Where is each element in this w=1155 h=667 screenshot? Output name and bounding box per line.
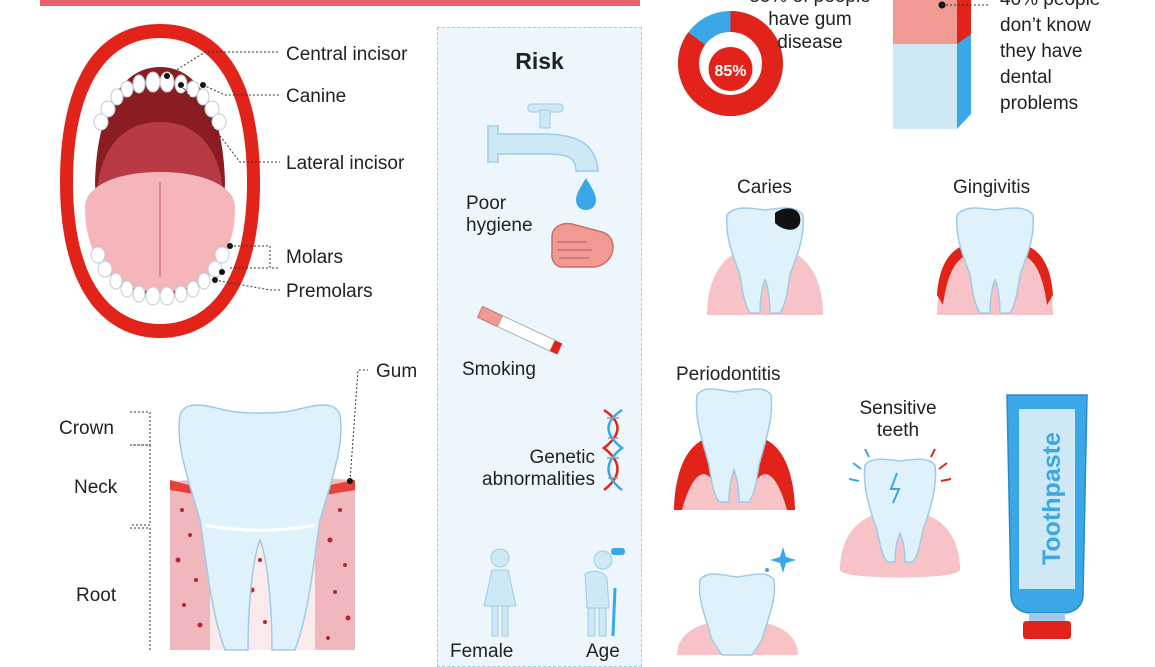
female-icon	[483, 548, 517, 637]
canine-label: Canine	[286, 86, 347, 107]
toothpaste-tube: Toothpaste	[1006, 394, 1088, 639]
top-banner	[40, 0, 640, 6]
smoking-label: Smoking	[462, 359, 536, 380]
faucet-icon	[487, 103, 599, 210]
bar-aware-segment	[893, 0, 957, 44]
sensitive-teeth-illustration	[840, 448, 960, 578]
premolars-label: Premolars	[286, 281, 373, 302]
dna-icon	[601, 408, 625, 491]
gingivitis-tooth-illustration	[937, 207, 1053, 315]
clean-tooth-illustration	[677, 547, 798, 656]
crown-label: Crown	[59, 418, 114, 439]
root-label: Root	[76, 585, 117, 606]
dental-problems-bar	[893, 0, 988, 129]
neck-label: Neck	[74, 477, 118, 498]
donut-85-segment	[678, 11, 783, 116]
gum-disease-text: 85% of people have gum disease	[749, 0, 871, 53]
female-label: Female	[450, 641, 514, 662]
dental-problems-text: 40% people don’t know they have dental p…	[1000, 0, 1100, 114]
sensitive-teeth-label: Sensitive teeth	[859, 398, 937, 441]
caries-label: Caries	[737, 177, 792, 198]
toothpaste-label: Toothpaste	[1038, 432, 1066, 565]
bar-aware-side	[957, 0, 971, 44]
age-label: Age	[586, 641, 620, 662]
tooth-anatomy-illustration	[130, 369, 368, 651]
cigarette-icon	[476, 305, 563, 355]
donut-percent-label: 85%	[714, 63, 746, 80]
genetic-label: Genetic abnormalities	[482, 447, 595, 490]
central-incisor-label: Central incisor	[286, 44, 408, 65]
periodontitis-tooth-illustration	[674, 388, 795, 510]
poor-hygiene-label: Poor hygiene	[466, 193, 533, 236]
lateral-incisor-label: Lateral incisor	[286, 153, 405, 174]
gum-disease-donut-chart: 85%	[678, 11, 783, 116]
periodontitis-label: Periodontitis	[676, 364, 781, 385]
elderly-icon	[584, 548, 625, 637]
mouth-illustration	[60, 24, 280, 338]
caries-tooth-illustration	[707, 207, 823, 315]
hands-icon	[551, 222, 614, 268]
gingivitis-label: Gingivitis	[953, 177, 1031, 198]
molars-label: Molars	[286, 247, 344, 268]
gum-label: Gum	[376, 361, 418, 382]
risk-title: Risk	[515, 48, 564, 74]
